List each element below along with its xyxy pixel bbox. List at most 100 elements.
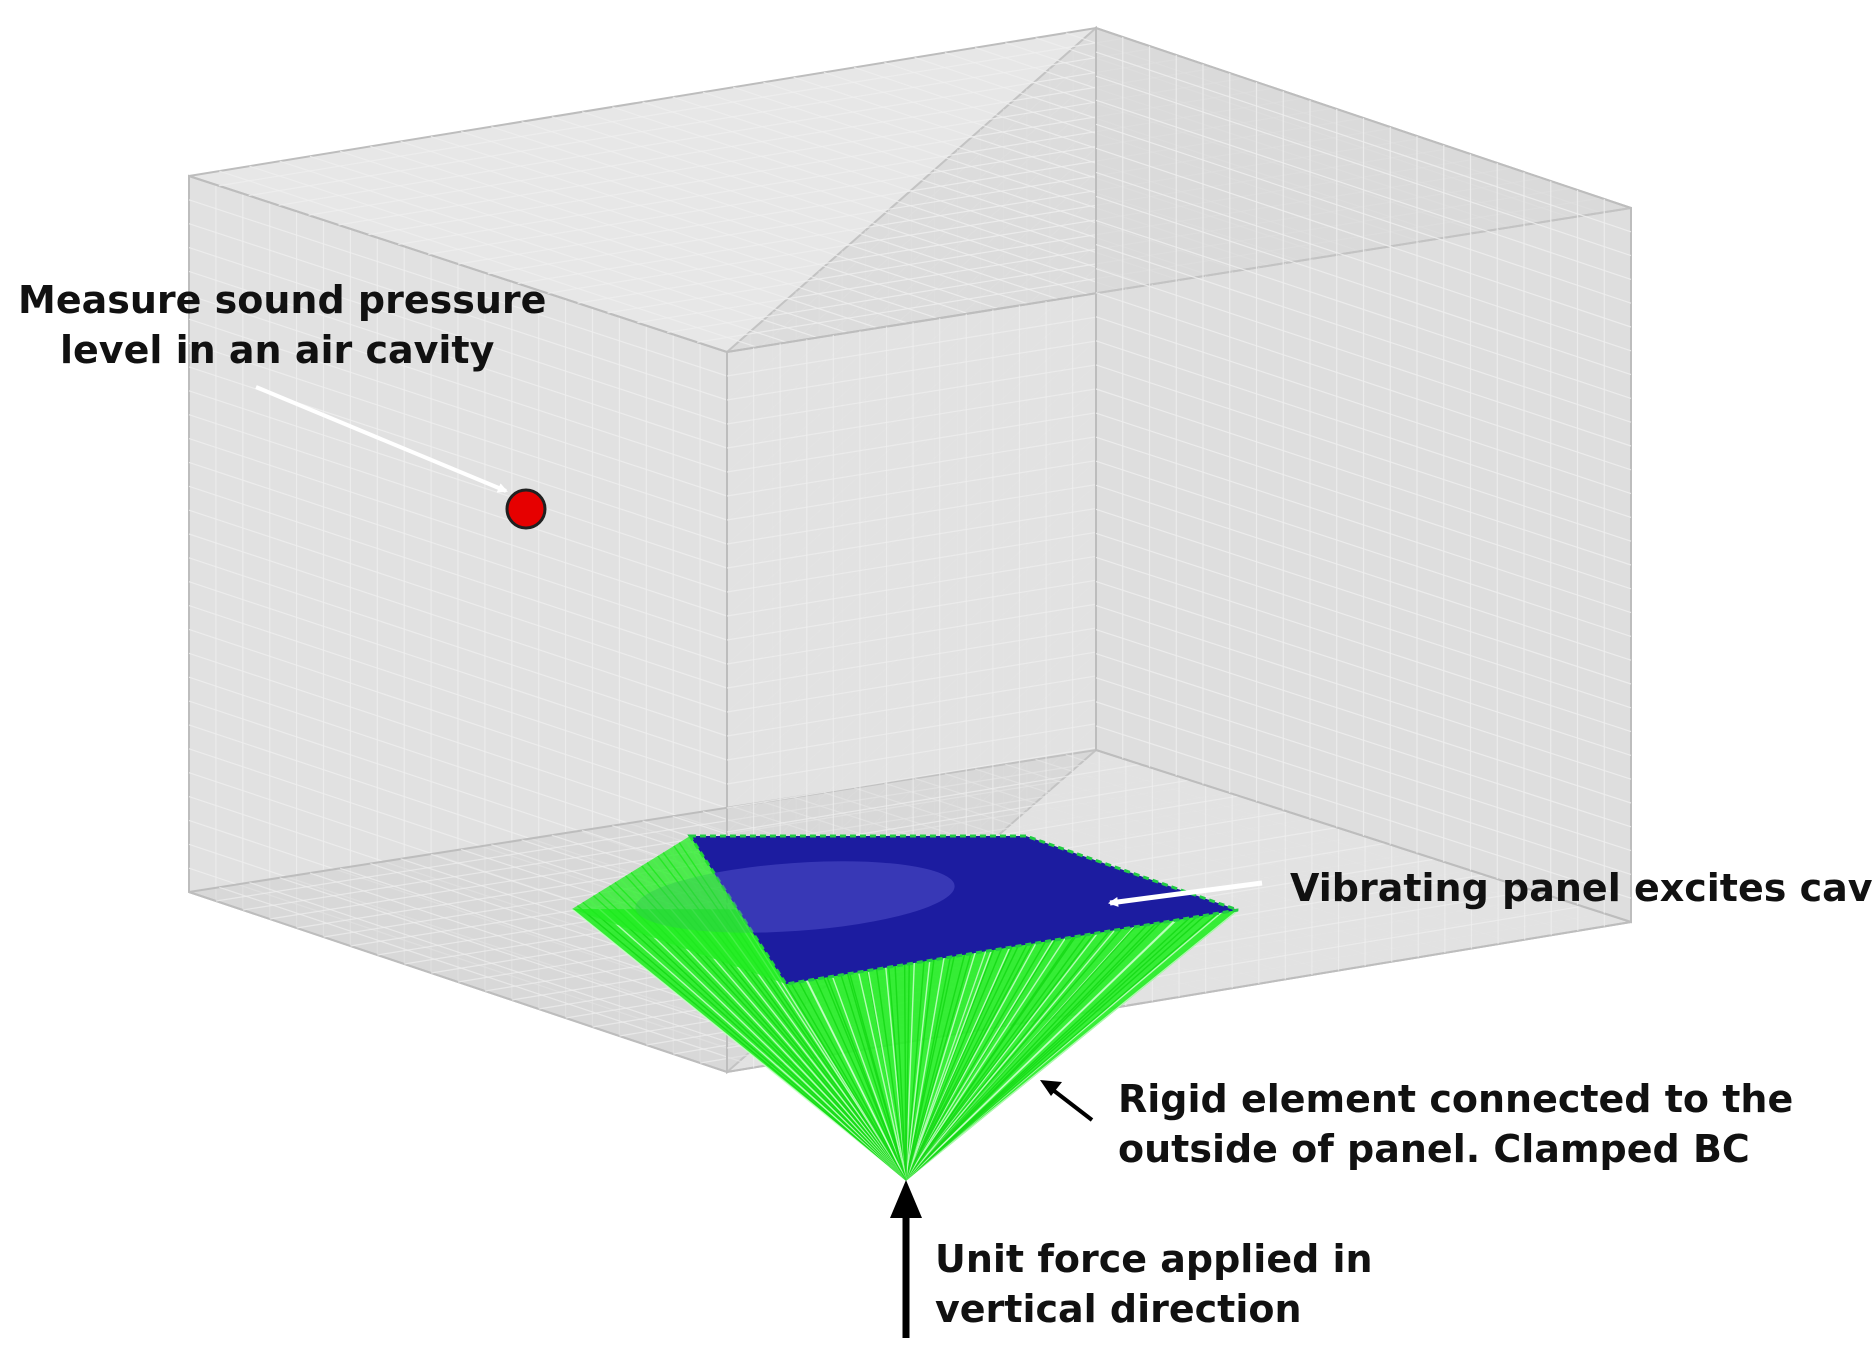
mesh-line	[1095, 677, 1632, 852]
mesh-line	[188, 294, 728, 473]
rigid-link-line	[905, 943, 1034, 1181]
rigid-link-line	[905, 926, 1136, 1181]
mesh-line	[188, 414, 728, 593]
mesh-line	[1095, 99, 1632, 280]
rigid-link-line	[582, 901, 907, 1181]
rigid-link-line	[905, 909, 1239, 1181]
mesh-line	[726, 564, 1632, 713]
mesh-line	[726, 99, 1097, 425]
rigid-link-line	[905, 936, 1075, 1181]
rigid-link-line	[592, 895, 907, 1181]
mesh-line	[188, 843, 728, 1025]
rigid-link-line	[905, 963, 910, 1181]
vibrating-annotation: Vibrating panel excites cavity	[1290, 863, 1874, 913]
mesh-line	[726, 255, 1632, 401]
mesh-line	[188, 199, 728, 377]
mesh-line	[188, 318, 728, 497]
mesh-line	[726, 659, 1632, 809]
mesh-line	[1095, 580, 1632, 756]
mesh-line	[1095, 629, 1632, 804]
mesh-line	[726, 231, 1632, 377]
force-annotation: Unit force applied in vertical direction	[935, 1234, 1373, 1334]
rigid-arrow-shaft	[1051, 1088, 1094, 1122]
rigid-link-line	[888, 967, 907, 1181]
mesh-line	[726, 340, 1097, 665]
rigid-link-line	[905, 922, 1157, 1181]
rigid-link-line	[905, 912, 1218, 1181]
mesh-line	[1095, 340, 1632, 518]
mesh-line	[188, 509, 728, 689]
mesh-line	[667, 187, 1572, 334]
mesh-line	[188, 437, 728, 617]
mesh-line	[726, 196, 1097, 521]
mesh-line	[726, 244, 1097, 569]
mesh-line	[1095, 316, 1632, 495]
mesh-line	[1095, 508, 1632, 685]
rigid-annotation-line2: outside of panel. Clamped BC	[1118, 1127, 1750, 1171]
mesh-line	[726, 516, 1632, 665]
measure-annotation-line1: Measure sound pressure	[18, 278, 547, 322]
mesh-line	[726, 540, 1632, 689]
rigid-link-line	[805, 980, 907, 1181]
measure-annotation-line2: level in an air cavity	[60, 328, 495, 372]
mesh-line	[607, 167, 1513, 314]
mesh-line	[278, 57, 1186, 206]
measure-annotation: Measure sound pressure level in an air c…	[18, 275, 546, 375]
rigid-link-line	[846, 973, 907, 1181]
mesh-line	[726, 445, 1632, 593]
mesh-line	[726, 707, 1632, 857]
rigid-link-line	[785, 983, 907, 1181]
mesh-line	[1095, 244, 1632, 423]
mesh-line	[1095, 725, 1632, 899]
mesh-line	[726, 326, 1632, 473]
rigid-arrow-head	[1040, 1080, 1062, 1096]
rigid-link-line	[587, 898, 907, 1181]
mesh-line	[188, 223, 728, 401]
mesh-line	[726, 436, 1097, 761]
mesh-line	[188, 390, 728, 569]
mesh-line	[1095, 147, 1632, 328]
mesh-line	[726, 421, 1632, 569]
mesh-line	[726, 302, 1632, 449]
rigid-link-line	[905, 889, 1181, 1181]
rigid-link-line	[826, 977, 907, 1181]
rigid-link-line	[905, 882, 1162, 1181]
mesh-line	[726, 493, 1632, 641]
mesh-line	[1095, 292, 1632, 471]
mesh-line	[188, 676, 728, 857]
mesh-line	[726, 123, 1097, 449]
mesh-line	[188, 605, 728, 785]
cavity-right-face	[1095, 26, 1632, 924]
mesh-line	[188, 652, 728, 833]
rigid-annotation-line1: Rigid element connected to the	[1118, 1077, 1794, 1121]
mesh-line	[726, 588, 1632, 737]
mesh-line	[188, 819, 728, 1001]
mesh-line	[428, 107, 1334, 255]
mesh-line	[1095, 75, 1632, 257]
mesh-line	[726, 388, 1097, 713]
mesh-line	[188, 557, 728, 737]
mesh-line	[726, 268, 1097, 593]
mesh-line	[457, 117, 1364, 265]
rigid-link-line	[576, 905, 907, 1181]
mesh-line	[1095, 123, 1632, 304]
mesh-line	[726, 508, 1097, 833]
mesh-line	[248, 47, 1156, 197]
rigid-link-line	[905, 950, 993, 1181]
mesh-line	[1095, 556, 1632, 733]
mesh-line	[726, 75, 1097, 401]
mesh-line	[215, 758, 1123, 902]
mesh-line	[726, 374, 1632, 521]
mesh-line	[1095, 268, 1632, 447]
mesh-line	[188, 628, 728, 809]
mesh-line	[637, 177, 1542, 324]
mesh-line	[726, 171, 1097, 497]
mesh-line	[1095, 412, 1632, 590]
rigid-link-line	[905, 960, 931, 1181]
mesh-line	[398, 97, 1305, 246]
mesh-line	[726, 557, 1097, 881]
mesh-line	[726, 316, 1097, 641]
mesh-line	[487, 127, 1394, 275]
mesh-line	[1095, 171, 1632, 352]
